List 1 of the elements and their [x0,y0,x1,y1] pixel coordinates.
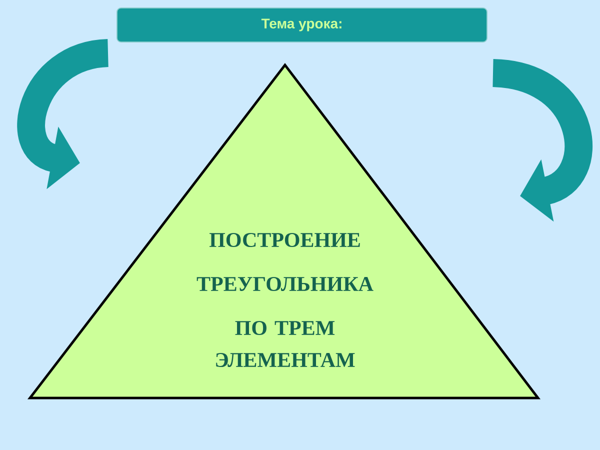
title-box: Тема урока: [116,8,488,42]
